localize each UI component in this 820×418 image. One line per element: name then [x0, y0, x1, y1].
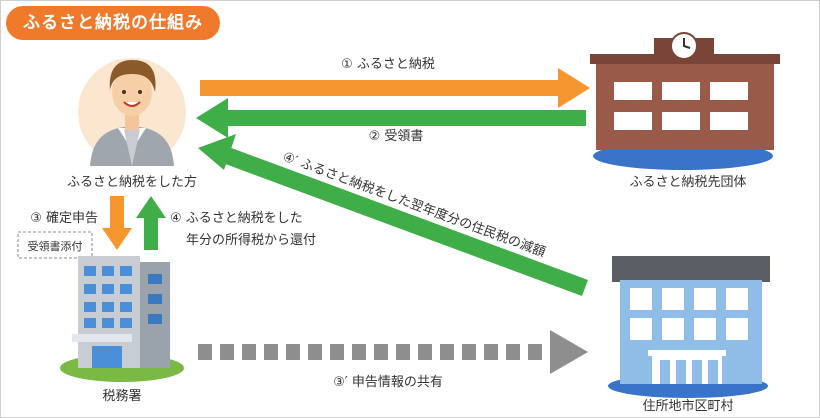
- donor-label: ふるさと納税をした方: [67, 174, 197, 190]
- tax-office-building-icon: [60, 256, 184, 382]
- info-share-label: ③′ 申告情報の共有: [333, 375, 443, 390]
- receipt-arrow-label: ② 受領書: [369, 128, 424, 144]
- info-share-arrow: [198, 330, 588, 374]
- receipt-attachment-note: 受領書添付: [28, 239, 83, 253]
- local-government-building-icon: [608, 256, 770, 398]
- receipt-arrow: [196, 98, 586, 138]
- refund-arrow: [136, 196, 166, 250]
- page-title: ふるさと納税の仕組み: [6, 6, 220, 40]
- receipt-attachment-box: [17, 231, 93, 259]
- resident-tax-arrow: [198, 134, 588, 296]
- municipality-building-icon: [590, 32, 780, 170]
- tax-office-label: 税務署: [102, 389, 141, 404]
- local-government-label: 住所地市区町村: [642, 398, 733, 414]
- donor-person-icon: [78, 58, 186, 166]
- refund-label-line1: ④ ふるさと納税をした: [170, 211, 303, 226]
- refund-label-line2: 年分の所得税から還付: [186, 232, 316, 248]
- tax-return-label: ③ 確定申告: [30, 210, 98, 226]
- donation-arrow: [200, 68, 590, 108]
- resident-tax-arrow-label: ④′ ふるさと納税をした翌年度分の住民税の減額: [281, 149, 548, 261]
- municipality-label: ふるさと納税先団体: [629, 175, 746, 190]
- tax-return-arrow: [102, 196, 132, 250]
- donation-arrow-label: ① ふるさと納税: [341, 57, 435, 72]
